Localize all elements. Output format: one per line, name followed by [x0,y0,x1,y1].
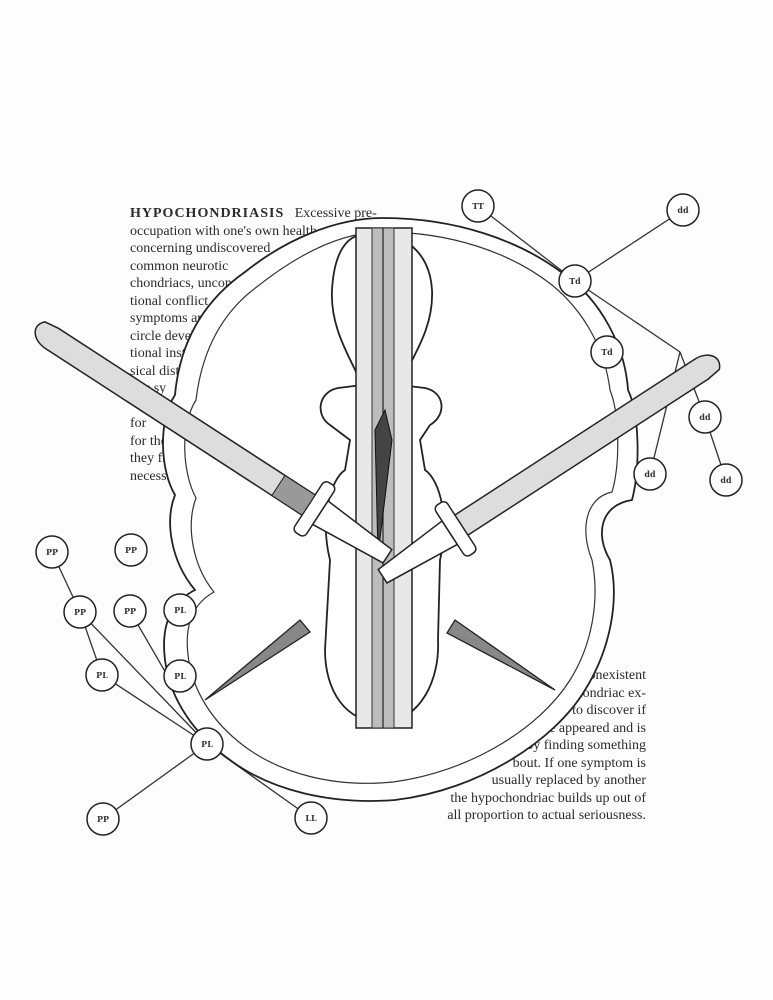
node-label: dd [677,205,689,215]
central-blade [355,227,413,729]
node: PP [113,594,147,628]
text-line: all proportion to actual seriousness. [447,808,646,823]
node-label: PP [125,545,137,555]
node: PL [163,593,197,627]
node: PP [86,802,120,836]
node-label: PP [97,814,109,824]
node: PL [85,658,119,692]
node-label: LL [305,813,317,823]
text-line: concerning undiscovered [130,241,271,256]
node-label: PL [174,671,186,681]
node-label: Td [601,347,613,357]
node: PP [63,595,97,629]
node: Td [590,335,624,369]
definition-text-top: HYPOCHONDRIASIS Excessive pre- occupatio… [130,205,377,485]
text-line: chondriacs, uncons [130,276,238,291]
text-line: the hypochondriac builds up out of [450,790,646,806]
text-line: bout. If one symptom is [512,755,646,771]
node-label: dd [720,475,732,485]
node-label: dd [644,469,656,479]
node: dd [709,463,743,497]
text-line: Excessive pre- [294,206,377,221]
node: dd [633,457,667,491]
node: PP [35,535,69,569]
inner-outline [184,231,619,784]
node: LL [294,801,328,835]
headword: HYPOCHONDRIASIS [130,206,285,221]
node-label: TT [472,201,484,211]
node-group-left: PP PP PP PL PP PL PL PL PP LL [35,533,328,836]
text-line: circle develo [130,328,202,344]
text-line: usually replaced by another [491,773,646,788]
right-dagger [377,354,721,584]
text-line: they fr [130,451,167,466]
node-label: PL [201,739,213,749]
text-line: necessa [130,468,173,484]
node-label: PP [74,607,86,617]
node-label: PL [96,670,108,680]
node: TT [461,189,495,223]
node-label: dd [699,412,711,422]
text-line: for the [130,433,167,449]
node-label: Td [569,276,581,286]
node-group-top-right: TT dd Td Td dd dd dd [461,189,743,497]
node: dd [688,400,722,434]
text-line: occupation with one's own health [130,223,317,239]
node: PL [163,659,197,693]
left-dagger [34,321,393,564]
text-line: common neurotic [130,258,229,274]
node: Td [558,264,592,298]
node-label: PP [124,606,136,616]
text-line: tional instal [130,346,196,361]
text-line: symptoms and [130,311,212,326]
text-line: sical disto [130,363,187,379]
node-label: PP [46,547,58,557]
node-label: PL [174,605,186,615]
blade-tip-right [446,619,556,691]
text-line: by finding something [526,738,646,753]
node: PL [190,727,224,761]
node: dd [666,193,700,227]
text-line: for [130,416,147,431]
blade-tip-left [204,619,311,701]
text-line: tional conflict [130,293,209,309]
node: PP [114,533,148,567]
